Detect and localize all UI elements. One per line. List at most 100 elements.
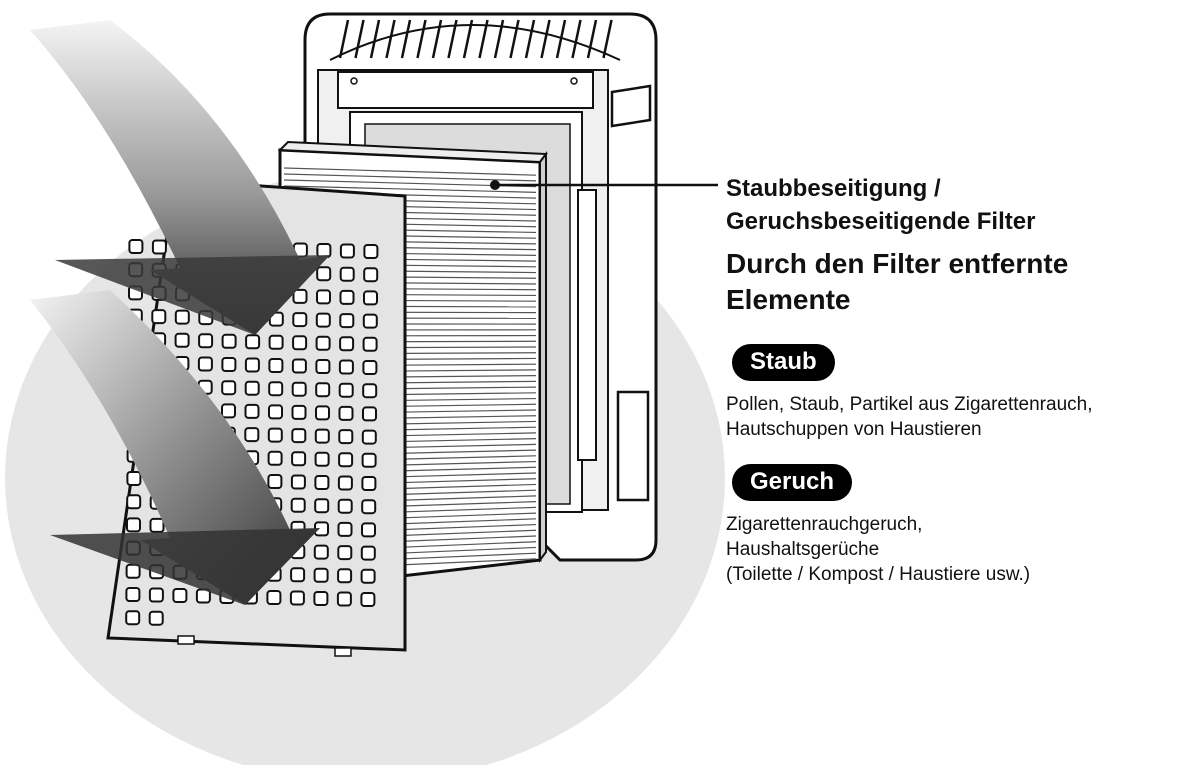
panel-hole	[338, 359, 354, 375]
panel-hole	[221, 403, 236, 419]
panel-hole	[338, 452, 354, 468]
panel-hole	[315, 312, 331, 328]
panel-hole	[268, 334, 284, 350]
grille-fin	[555, 19, 567, 59]
panel-hole	[313, 567, 329, 583]
odor-description-line-1: Zigarettenrauchgeruch,	[726, 514, 923, 535]
grille-fin	[431, 19, 443, 59]
panel-hole	[338, 429, 354, 445]
panel-hole	[314, 475, 330, 490]
panel-hole	[363, 267, 379, 283]
dust-description: Pollen, Staub, Partikel aus Zigarettenra…	[726, 392, 1092, 442]
panel-hole	[336, 591, 352, 607]
filter-callout-label: Staubbeseitigung / Geruchsbeseitigende F…	[726, 172, 1035, 238]
panel-hole	[313, 591, 329, 606]
odor-description: Zigarettenrauchgeruch, Haushaltsgerüche …	[726, 512, 1030, 587]
panel-hole	[291, 358, 307, 374]
filter-pleat	[283, 185, 537, 193]
panel-hole	[126, 494, 142, 510]
panel-hole	[151, 239, 167, 255]
panel-hole	[148, 610, 164, 626]
panel-hole	[339, 266, 355, 282]
airflow-arrow-lower	[30, 290, 320, 605]
panel-hole	[362, 313, 378, 329]
panel-hole	[361, 429, 377, 445]
panel-hole	[148, 587, 164, 603]
panel-hole	[291, 404, 307, 420]
panel-hole	[291, 451, 307, 467]
odor-badge: Geruch	[732, 464, 853, 501]
panel-hole	[339, 289, 355, 305]
panel-hole	[315, 405, 330, 421]
panel-hole	[244, 427, 260, 443]
panel-hole	[128, 239, 144, 254]
grille-fin	[571, 19, 582, 59]
panel-hole	[245, 334, 261, 350]
dust-description-line-2: Hautschuppen von Haustieren	[726, 419, 982, 440]
grille-fin	[586, 19, 598, 59]
panel-hole	[337, 545, 353, 561]
panel-hole	[221, 380, 237, 396]
grille-fin	[416, 19, 427, 59]
panel-hole	[363, 290, 378, 306]
panel-hole	[125, 610, 141, 626]
panel-hole	[339, 243, 355, 259]
panel-hole	[316, 266, 332, 282]
grille-fin	[400, 19, 412, 59]
panel-hole	[221, 333, 237, 349]
panel-hole	[149, 517, 165, 533]
panel-hole	[314, 451, 330, 467]
panel-hole	[337, 498, 353, 514]
callout-line	[490, 180, 718, 190]
odor-description-line-3: (Toilette / Kompost / Haustiere usw.)	[726, 564, 1031, 585]
panel-hole	[125, 563, 141, 579]
airflow-arrows	[30, 20, 330, 605]
panel-hole	[338, 382, 354, 398]
panel-hole	[313, 544, 329, 560]
panel-hole	[267, 427, 283, 443]
panel-hole	[198, 333, 214, 349]
panel-hole	[244, 403, 260, 419]
panel-hole	[291, 381, 307, 397]
panel-hole	[268, 381, 284, 397]
airflow-arrow-upper	[30, 20, 330, 335]
panel-hole	[338, 405, 354, 421]
panel-hole	[174, 332, 190, 348]
panel-hole	[363, 244, 379, 259]
grille-fin	[524, 19, 536, 59]
panel-hole	[361, 499, 377, 515]
removed-heading-line-1: Durch den Filter entfernte	[726, 248, 1069, 279]
panel-hole	[126, 517, 141, 533]
panel-hole	[244, 380, 260, 396]
grille-fin	[540, 19, 551, 59]
grille-fin	[369, 19, 381, 59]
grille-fin	[602, 19, 613, 59]
filter-label-line-1: Staubbeseitigung /	[726, 175, 941, 202]
panel-hole	[172, 588, 188, 603]
panel-hole	[337, 568, 353, 584]
panel-hole	[290, 474, 306, 490]
grille-fin	[478, 19, 489, 59]
dust-description-line-1: Pollen, Staub, Partikel aus Zigarettenra…	[726, 394, 1093, 415]
panel-hole	[151, 309, 167, 325]
panel-hole	[361, 476, 377, 491]
panel-hole	[337, 475, 353, 491]
panel-hole	[360, 592, 376, 607]
panel-hole	[197, 356, 213, 372]
panel-hole	[174, 309, 190, 325]
panel-hole	[315, 359, 331, 374]
panel-hole	[362, 406, 377, 422]
filter-pleat	[283, 173, 537, 182]
grille-fin	[493, 19, 505, 59]
airflow-arrow-upper-head	[55, 255, 330, 335]
panel-hole	[362, 336, 378, 352]
panel-hole	[292, 312, 308, 328]
panel-hole	[292, 335, 308, 351]
panel-hole	[221, 357, 237, 372]
panel-hole	[268, 404, 283, 420]
panel-hole	[339, 313, 355, 329]
grille-fin	[385, 19, 396, 59]
panel-hole	[362, 383, 378, 399]
panel-hole	[315, 335, 331, 351]
